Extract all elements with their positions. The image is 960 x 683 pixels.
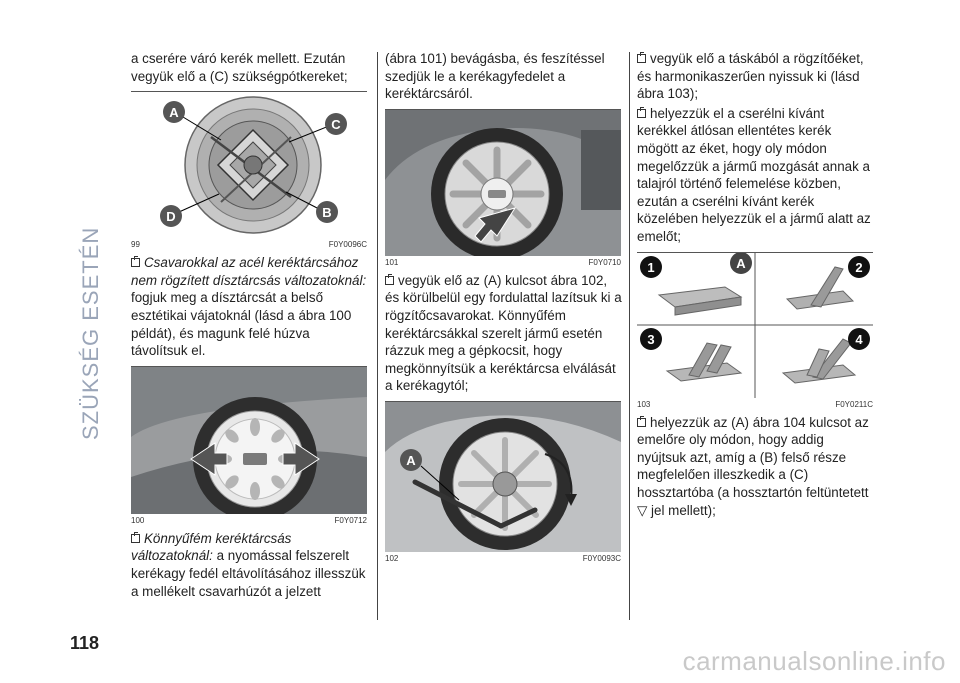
hubcap-removal-illustration (131, 366, 367, 514)
checkbox-bullet-icon (131, 256, 140, 268)
col2-p2-text: vegyük elő az (A) kulcsot ábra 102, és k… (385, 272, 622, 394)
col1-p3-italic: Könnyűfém keréktárcsás változatoknál: (131, 530, 292, 564)
figure-103-number: 103 (637, 399, 651, 409)
column-2: (ábra 101) bevágásba, és feszítéssel sze… (385, 50, 623, 568)
figure-100-caption: 100 F0Y0712 (131, 514, 367, 526)
col1-paragraph-1: a cserére váró kerék mellett. Ezután veg… (131, 51, 348, 84)
figure-100: 100 F0Y0712 (131, 365, 367, 526)
figure-101: 101 F0Y0710 (385, 108, 621, 268)
figure-100-number: 100 (131, 515, 145, 525)
figure-102-number: 102 (385, 553, 399, 563)
figure-101-caption: 101 F0Y0710 (385, 256, 621, 268)
callout-b: B (322, 205, 331, 220)
col1-p3-text: a nyomással felszerelt kerékagy fedél el… (131, 548, 366, 599)
callout-a: A (736, 256, 746, 271)
col1-p2-text: fogjuk meg a dísztárcsát a belső esztéti… (131, 290, 352, 359)
figure-99: A C D B 99 F0Y0096C (131, 91, 367, 250)
step-3-badge: 3 (647, 332, 654, 347)
figure-103: 1 A 2 3 4 103 F0Y0211C (637, 251, 873, 410)
checkbox-bullet-icon (637, 106, 646, 118)
figure-99-caption: 99 F0Y0096C (131, 238, 367, 250)
triangle-mark-icon: ▽ (637, 502, 648, 518)
figure-100-code: F0Y0712 (334, 515, 367, 525)
figure-100-image (131, 366, 367, 514)
column-3: vegyük elő a táskából a rögzítőéket, és … (637, 50, 875, 521)
figure-101-number: 101 (385, 257, 399, 267)
loosen-bolts-illustration: A (385, 401, 621, 552)
step-2-badge: 2 (855, 260, 862, 275)
col1-p2-italic: Csavarokkal az acél keréktárcsához nem r… (131, 255, 367, 288)
wheel-chock-unfold-illustration: 1 A 2 3 4 (637, 252, 873, 398)
figure-102-code: F0Y0093C (582, 553, 621, 563)
col1-paragraph-3: Könnyűfém keréktárcsás változatoknál: a … (131, 530, 369, 600)
spare-wheel-illustration: A C D B (160, 96, 347, 234)
column-1: a cserére váró kerék mellett. Ezután veg… (131, 50, 369, 602)
col3-paragraph-1: vegyük elő a táskából a rögzítőéket, és … (637, 50, 875, 103)
column-divider-1 (377, 52, 378, 620)
figure-103-code: F0Y0211C (835, 399, 873, 409)
col3-paragraph-3: helyezzük az (A) ábra 104 kulcsot az eme… (637, 414, 875, 520)
checkbox-bullet-icon (131, 531, 140, 543)
col3-p3-text: helyezzük az (A) ábra 104 kulcsot az eme… (637, 414, 869, 500)
checkbox-bullet-icon (637, 52, 646, 63)
figure-101-code: F0Y0710 (588, 257, 621, 267)
figure-102: A 102 F0Y0093C (385, 400, 621, 564)
callout-c: C (331, 117, 341, 132)
figure-99-image: A C D B (131, 92, 367, 239)
figure-99-number: 99 (131, 240, 140, 250)
figure-99-code: F0Y0096C (328, 240, 367, 250)
figure-103-caption: 103 F0Y0211C (637, 398, 873, 410)
page-number: 118 (70, 633, 100, 653)
figure-102-caption: 102 F0Y0093C (385, 552, 621, 564)
step-1-badge: 1 (647, 260, 654, 275)
col1-paragraph-2: Csavarokkal az acél keréktárcsához nem r… (131, 254, 369, 360)
col2-paragraph-2: vegyük elő az (A) kulcsot ábra 102, és k… (385, 272, 623, 395)
figure-103-image: 1 A 2 3 4 (637, 252, 873, 398)
checkbox-bullet-icon (637, 415, 646, 427)
callout-a: A (406, 453, 416, 468)
col3-p3-end: jel mellett); (651, 502, 716, 518)
checkbox-bullet-icon (385, 273, 394, 285)
alloy-wheel-cover-illustration (385, 109, 621, 256)
col2-paragraph-1: (ábra 101) bevágásba, és feszítéssel sze… (385, 51, 605, 102)
callout-d: D (166, 209, 175, 224)
col3-p1-text: vegyük elő a táskából a rögzítőéket, és … (637, 51, 864, 102)
figure-101-image (385, 109, 621, 256)
col3-p2-text: helyezzük el a cserélni kívánt kerékkel … (637, 105, 871, 244)
col3-paragraph-2: helyezzük el a cserélni kívánt kerékkel … (637, 105, 875, 246)
callout-a: A (169, 105, 179, 120)
step-4-badge: 4 (855, 332, 863, 347)
site-watermark: carmanualsonline.info (682, 646, 946, 676)
figure-102-image: A (385, 401, 621, 552)
column-divider-2 (629, 52, 630, 620)
